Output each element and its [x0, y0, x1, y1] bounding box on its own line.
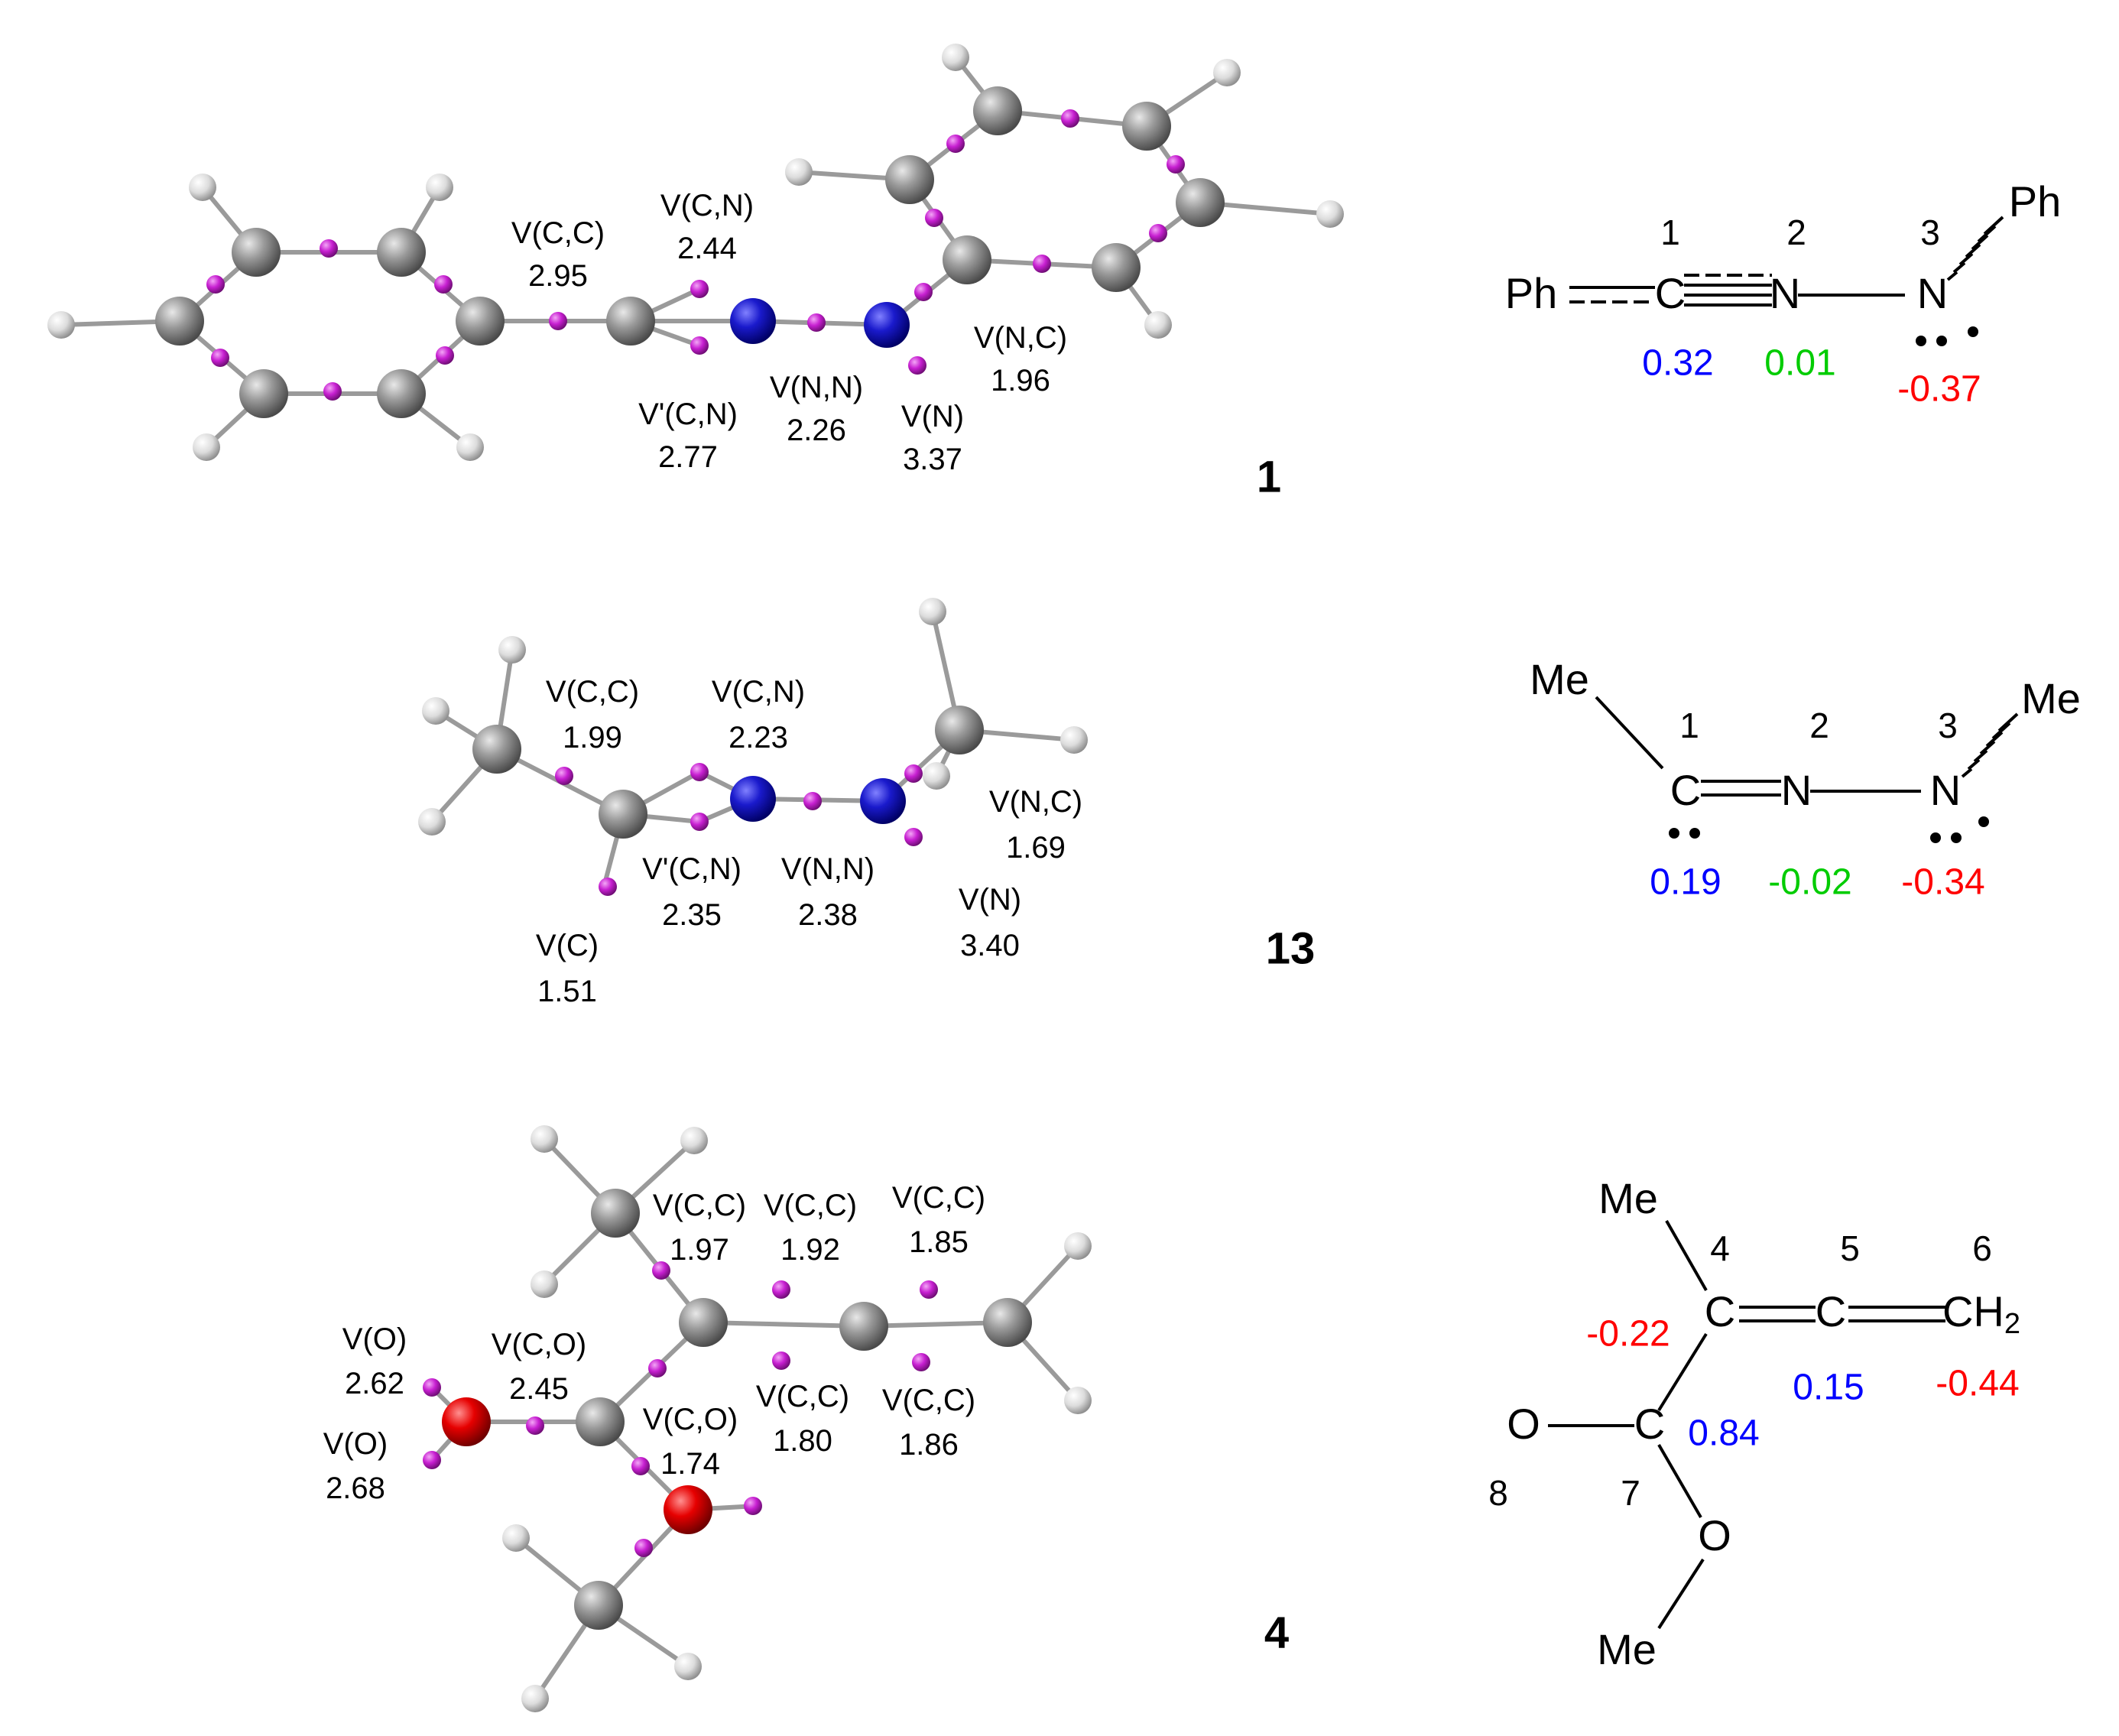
atom-c1: C	[1670, 766, 1701, 814]
atom-n3: N	[1930, 766, 1961, 814]
atom-c1: C	[1655, 269, 1686, 317]
atom-number: 7	[1621, 1473, 1640, 1513]
compound-1-atoms	[47, 44, 1344, 461]
compound-4-model	[430, 1137, 1080, 1700]
compound-4-attractors	[423, 1261, 938, 1557]
atom-c5: C	[1816, 1287, 1846, 1335]
basin-label: V(C,N)2.44	[660, 189, 754, 265]
basin-label: V(C,N)2.23	[712, 675, 805, 754]
compound-4-basin-labels: V(C,C)1.97 V(C,C)1.92 V(C,C)1.85 V(O)2.6…	[323, 1181, 985, 1505]
atom-me-bottom: Me	[1597, 1625, 1657, 1673]
compound-13-structure: Me C N N Me 1 2 3 0.19 -0.02 -0.34	[1530, 655, 2081, 903]
basin-label: V(C,C)1.97	[653, 1189, 746, 1267]
compound-4-structure: Me C C CH2 O C O Me 4 5 6 7 8 -0.22 0.15…	[1488, 1174, 2020, 1673]
basin-label: V(C,C)2.95	[511, 216, 605, 293]
compound-13-atoms	[418, 598, 1088, 839]
atom-number: 2	[1809, 706, 1829, 745]
basin-label: V(C)1.51	[536, 929, 599, 1008]
atom-me-top: Me	[1598, 1174, 1658, 1222]
atom-n2: N	[1770, 269, 1800, 317]
basin-label: V(C,C)1.80	[756, 1380, 849, 1458]
charge-c6: -0.44	[1936, 1364, 2019, 1404]
lone-pair-dots	[1669, 816, 1989, 843]
basin-label: V(C,O)2.45	[492, 1328, 586, 1406]
atom-o-ester: O	[1698, 1511, 1731, 1559]
compound-1-attractors	[206, 109, 1185, 401]
charge-n3: -0.37	[1897, 369, 1981, 410]
basin-label: V(N,N)2.38	[781, 852, 875, 932]
compound-1-basin-labels: V(C,C)2.95 V(C,N)2.44 V'(C,N)2.77 V(N,N)…	[511, 189, 1067, 476]
compound-13-id: 13	[1266, 923, 1316, 973]
charge-c1: 0.32	[1642, 343, 1713, 384]
atom-me-left: Me	[1530, 655, 1589, 703]
basin-label: V(C,C)1.92	[764, 1189, 857, 1267]
atom-ph-right: Ph	[2009, 177, 2062, 226]
atom-number: 1	[1679, 706, 1699, 745]
atom-number: 3	[1920, 213, 1940, 252]
charge-c1: 0.19	[1650, 862, 1721, 903]
compound-13-attractors	[555, 763, 923, 896]
atom-number: 1	[1660, 213, 1680, 252]
atom-ch2: CH2	[1942, 1287, 2020, 1340]
basin-label: V(N,N)2.26	[770, 371, 863, 447]
atom-c7: C	[1634, 1400, 1665, 1448]
basin-label: V'(C,N)2.35	[642, 852, 741, 932]
basin-label: V(O)2.62	[342, 1322, 407, 1400]
lone-pair-dots	[1916, 326, 1978, 346]
compound-4-atoms	[442, 1125, 1092, 1712]
atom-number: 4	[1710, 1228, 1730, 1268]
compound-1-id: 1	[1257, 452, 1281, 501]
charge-n2: -0.02	[1768, 862, 1851, 903]
atom-number: 5	[1840, 1228, 1860, 1268]
basin-label: V(C,C)1.86	[882, 1384, 975, 1462]
basin-label: V(N)3.37	[901, 400, 964, 476]
charge-n2: 0.01	[1764, 343, 1835, 384]
basin-label: V(N,C)1.96	[974, 321, 1067, 397]
compound-4-id: 4	[1264, 1608, 1289, 1657]
compound-1-structure: Ph C N N Ph 1 2 3 0.32 0.01 -0.37	[1505, 177, 2062, 410]
atom-n2: N	[1781, 766, 1812, 814]
atom-n3: N	[1917, 269, 1948, 317]
basin-label: V(N)3.40	[959, 883, 1021, 962]
charge-c5: 0.15	[1793, 1368, 1864, 1408]
basin-label: V(C,O)1.74	[643, 1403, 738, 1481]
atom-number: 2	[1786, 213, 1806, 252]
basin-label: V(C,C)1.99	[546, 675, 639, 754]
charge-c4: -0.22	[1586, 1314, 1670, 1355]
atom-ph-left: Ph	[1505, 269, 1558, 317]
atom-me-right: Me	[2021, 674, 2081, 722]
basin-label: V(O)2.68	[323, 1427, 388, 1505]
basin-label: V(N,C)1.69	[989, 785, 1082, 865]
atom-number: 8	[1488, 1473, 1508, 1513]
compound-13-basin-labels: V(C,C)1.99 V(C,N)2.23 V'(C,N)2.35 V(N,N)…	[536, 675, 1082, 1008]
atom-number: 6	[1972, 1228, 1992, 1268]
charge-n3: -0.34	[1901, 862, 1984, 903]
atom-o8: O	[1507, 1400, 1540, 1448]
basin-label: V(C,C)1.85	[892, 1181, 985, 1259]
basin-label: V'(C,N)2.77	[638, 397, 738, 474]
charge-c7: 0.84	[1688, 1413, 1759, 1454]
atom-number: 3	[1938, 706, 1958, 745]
atom-c4: C	[1705, 1287, 1735, 1335]
